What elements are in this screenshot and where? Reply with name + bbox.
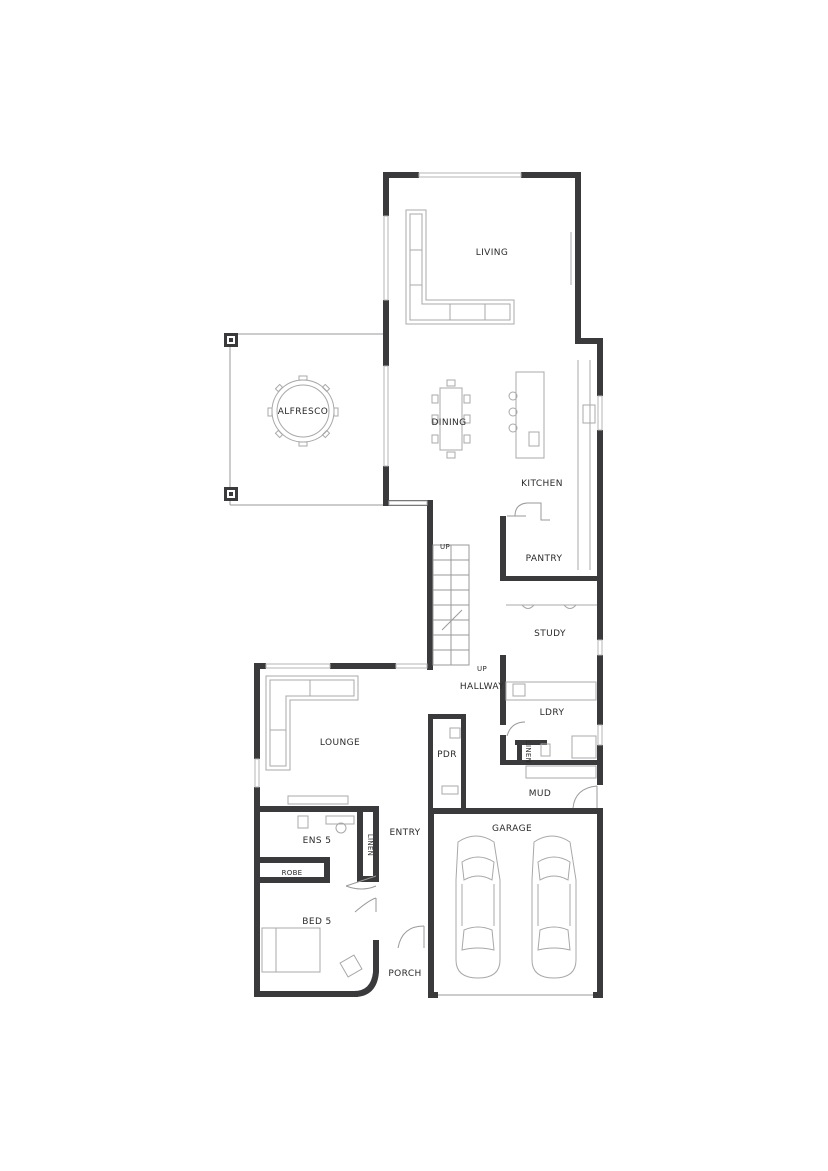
- study-desk: [506, 604, 597, 609]
- label-linen-entry: LINEN: [366, 834, 374, 856]
- car-left: [455, 835, 501, 979]
- label-stair-up-hall: UP: [477, 665, 487, 673]
- staircase: [432, 544, 470, 666]
- label-bed5: BED 5: [302, 917, 331, 927]
- label-garage: GARAGE: [492, 824, 532, 834]
- kitchen-bench: [577, 360, 596, 570]
- label-ens5: ENS 5: [303, 836, 332, 846]
- kitchen-island: [508, 371, 545, 459]
- label-living: LIVING: [476, 248, 509, 258]
- mud-bench: [525, 765, 597, 779]
- ensuite-fixtures: [297, 815, 355, 834]
- doors: [345, 721, 598, 949]
- alfresco-post-bottom: [224, 487, 238, 501]
- label-porch: PORCH: [388, 969, 421, 979]
- label-stair-up-top: UP: [440, 543, 450, 551]
- lounge-sofa: [265, 675, 359, 771]
- label-lounge: LOUNGE: [320, 738, 360, 748]
- label-pantry: PANTRY: [526, 554, 563, 564]
- car-right: [531, 835, 577, 979]
- label-linen-laundry: LINEN: [524, 741, 532, 763]
- label-robe: ROBE: [282, 869, 303, 877]
- laundry-fixtures: [505, 681, 597, 759]
- label-study: STUDY: [534, 629, 566, 639]
- label-ldry: LDRY: [540, 708, 565, 718]
- lounge-tv-unit: [287, 795, 349, 805]
- label-alfresco: ALFRESCO: [278, 407, 329, 417]
- label-dining: DINING: [431, 418, 466, 428]
- room-labels: LIVING ALFRESCO DINING KITCHEN PANTRY ST…: [278, 248, 566, 979]
- walls: [254, 172, 603, 998]
- round-dining-table: [267, 375, 339, 447]
- label-hallway: HALLWAY: [460, 682, 504, 692]
- label-pdr: PDR: [437, 750, 457, 760]
- alfresco-post-top: [224, 333, 238, 347]
- bed: [261, 927, 363, 978]
- label-entry: ENTRY: [389, 828, 420, 838]
- pdr-fixtures: [441, 727, 461, 795]
- living-sofa: [405, 209, 515, 325]
- dining-table: [431, 379, 471, 459]
- label-kitchen: KITCHEN: [521, 479, 563, 489]
- alfresco-area: [224, 333, 384, 506]
- windows: [254, 172, 603, 788]
- pantry-door: [507, 502, 550, 521]
- label-mud: MUD: [529, 789, 551, 799]
